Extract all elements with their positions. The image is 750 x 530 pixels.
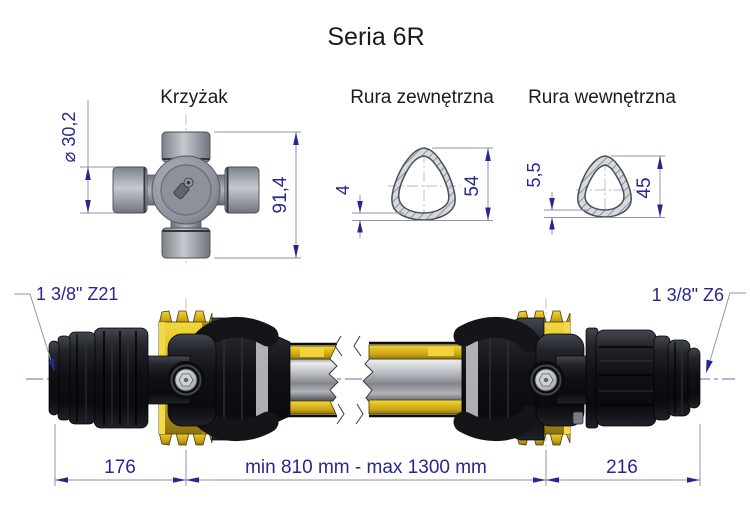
left-journal-bearing [167, 361, 205, 399]
telescopic-length-value: min 810 mm - max 1300 mm [245, 457, 487, 478]
inner-tube-size-value: 45 [634, 177, 655, 198]
inner-tube-figure: Rura wewnętrzna 45 5,5 [524, 87, 676, 235]
length-dimensions: 176 min 810 mm - max 1300 mm 216 [54, 424, 701, 486]
left-spline-callout: 1 3/8" Z21 [14, 284, 118, 372]
right-spline-callout: 1 3/8" Z6 [652, 285, 746, 373]
left-length-value: 176 [104, 457, 136, 478]
right-spline-label: 1 3/8" Z6 [652, 285, 724, 305]
left-spline-label: 1 3/8" Z21 [36, 284, 118, 304]
right-ribbed-collar [555, 327, 701, 429]
outer-tube-figure: Rura zewnętrzna 54 4 [333, 87, 494, 238]
outer-tube-wall-value: 4 [333, 185, 353, 195]
left-guard-cone [211, 317, 291, 441]
grease-nipple-icon [173, 177, 194, 200]
cross-diameter-value: ⌀ 30,2 [59, 112, 79, 163]
locking-pin [572, 411, 584, 425]
outer-tube-label: Rura zewnętrzna [350, 87, 494, 108]
inner-tube-wall-dimension: 5,5 [524, 162, 588, 235]
right-guard-tube-bands [368, 341, 463, 418]
outer-tube-size-dimension: 54 [352, 147, 493, 221]
right-length-value: 216 [606, 457, 638, 478]
page-title: Seria 6R [327, 23, 424, 51]
inner-tube-profile [577, 155, 632, 218]
outer-tube-size-value: 54 [462, 175, 483, 197]
pto-shaft-side-view: 1 3/8" Z21 1 3/8" Z6 176 min 810 mm - ma… [14, 284, 746, 486]
inner-tube-size-dimension: 45 [544, 155, 665, 218]
right-journal-bearing [527, 361, 565, 399]
right-drive-tube [362, 355, 463, 405]
cross-joint-figure: Krzyżak [59, 87, 301, 266]
cross-diameter-dimension: ⌀ 30,2 [59, 100, 116, 214]
cross-height-value: 91,4 [270, 176, 291, 213]
left-shaft-half [48, 310, 339, 446]
break-lines [334, 335, 364, 425]
outer-tube-profile [391, 147, 456, 221]
right-shaft-half [362, 310, 701, 446]
inner-tube-wall-value: 5,5 [524, 162, 544, 187]
cross-joint-label: Krzyżak [160, 87, 228, 108]
cross-height-dimension: 91,4 [214, 131, 301, 259]
outer-tube-wall-dimension: 4 [333, 185, 404, 238]
inner-tube-label: Rura wewnętrzna [528, 87, 676, 108]
